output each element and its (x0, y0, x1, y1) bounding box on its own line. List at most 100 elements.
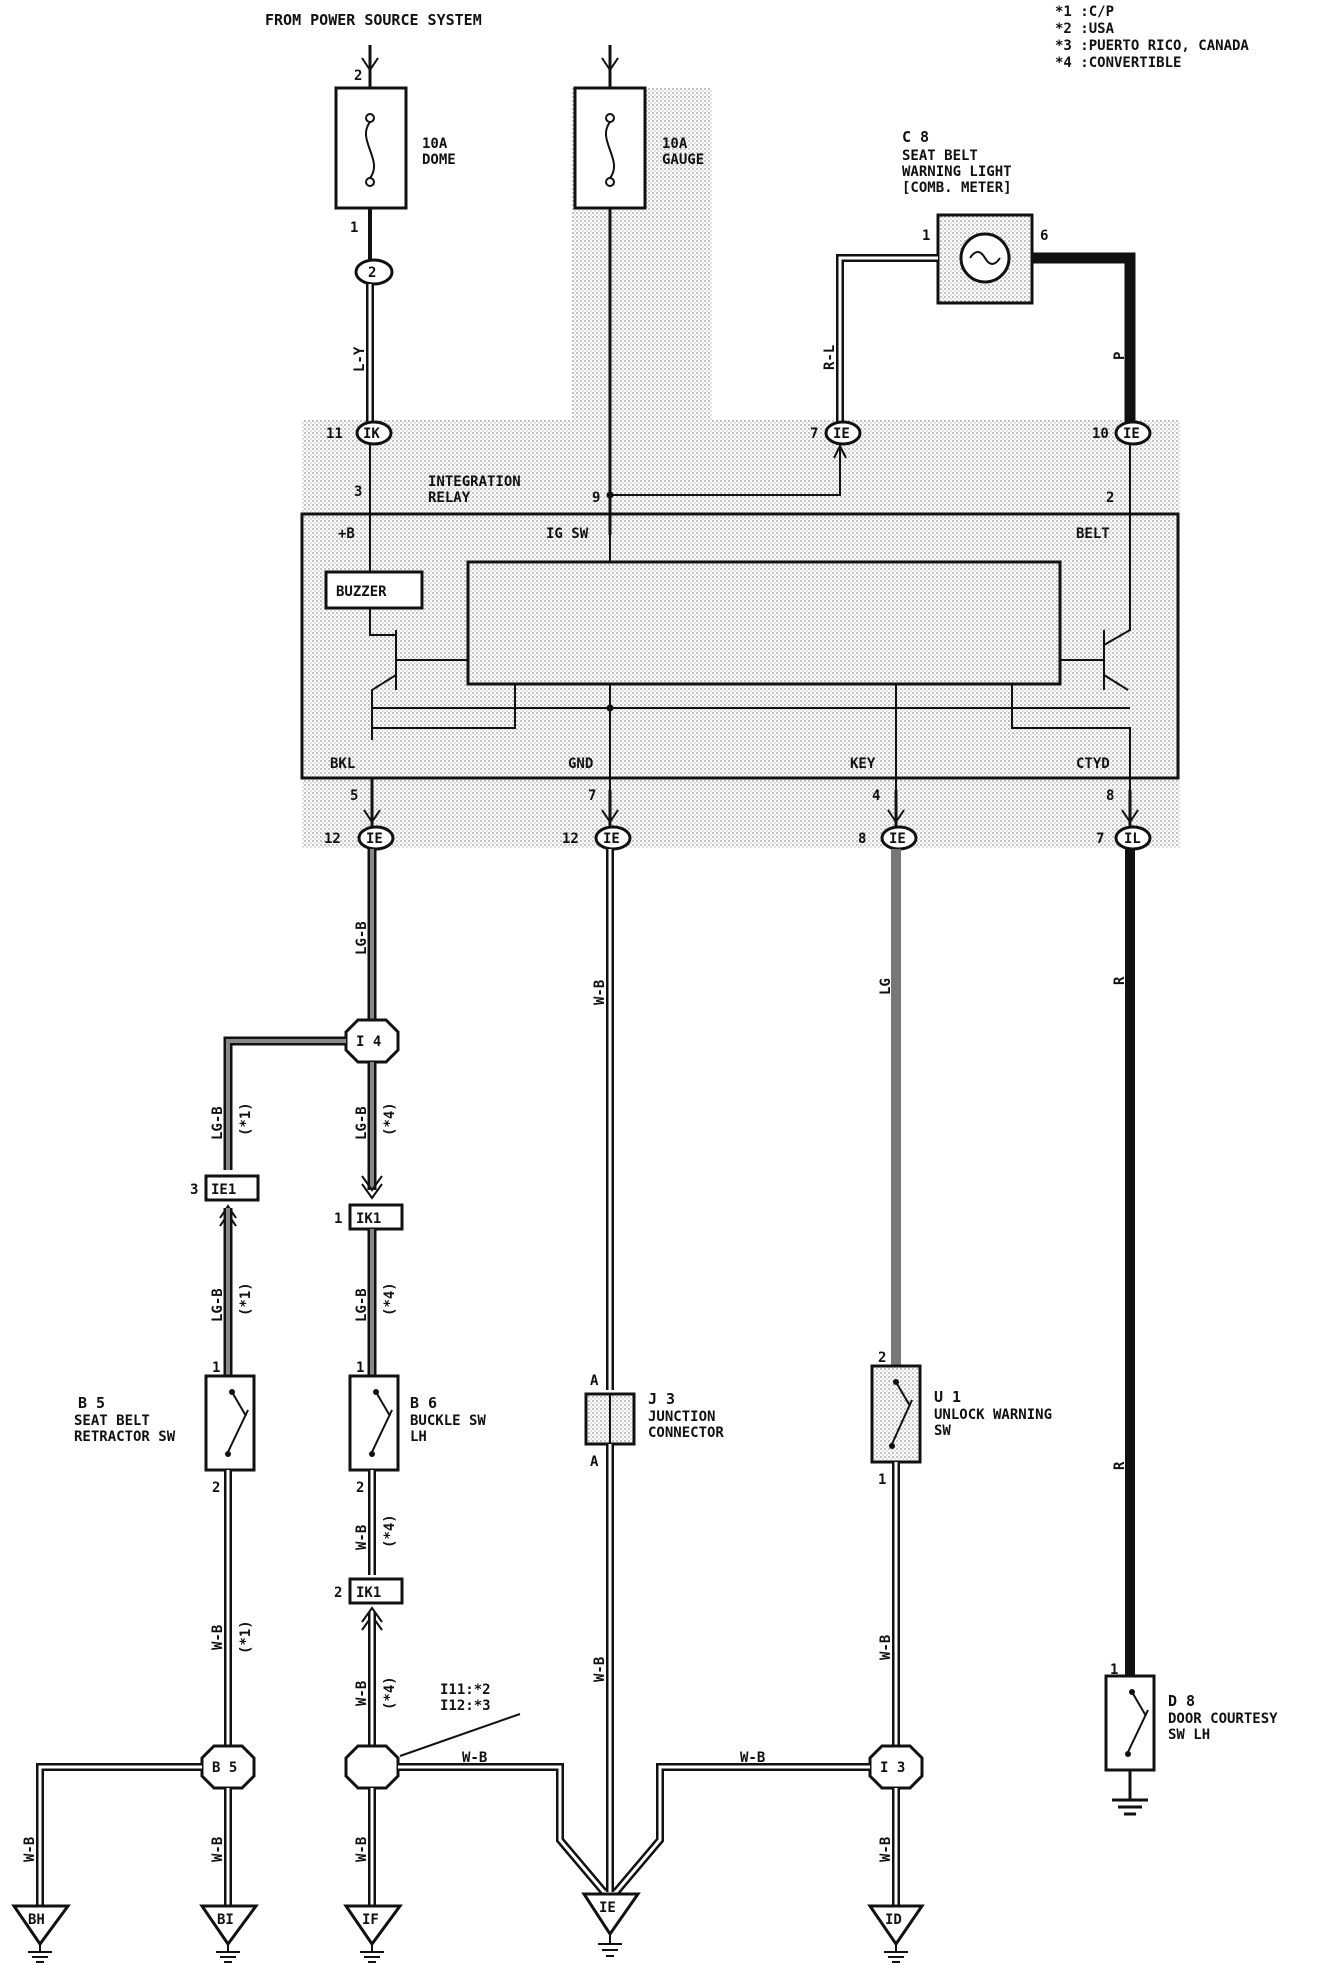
note-1: *1 :C/P (1055, 4, 1114, 20)
svg-text:SEAT BELT: SEAT BELT (74, 1413, 150, 1429)
svg-text:(*1): (*1) (238, 1620, 254, 1654)
pin-8: 8 (858, 831, 866, 847)
svg-text:IK1: IK1 (356, 1585, 381, 1601)
relay-pin-igsw: IG SW (546, 526, 589, 542)
unlock-warning-switch: LG 2 U 1 UNLOCK WARNING SW 1 W-B (870, 849, 1052, 1746)
warning-light-code: C 8 (902, 128, 929, 146)
connector-i3: I 3 W-B W-B (612, 1744, 924, 1906)
fuse-gauge-rating: 10A (662, 136, 688, 152)
wire-label-lg: LG (878, 978, 894, 995)
svg-text:SEAT BELT: SEAT BELT (902, 148, 978, 164)
ground-id: ID (867, 1904, 925, 1963)
svg-text:DOOR COURTESY: DOOR COURTESY (1168, 1711, 1278, 1727)
relay-pin-b: +B (338, 526, 355, 542)
svg-text:W-B: W-B (354, 1681, 370, 1706)
relay-control-ic (466, 560, 1062, 686)
buzzer-box (324, 570, 424, 610)
relay-pin-gnd: GND (568, 756, 593, 772)
ground-if: IF (343, 1904, 403, 1963)
svg-text:LG-B: LG-B (354, 1288, 370, 1322)
connector-b5-junction: B 5 W-B W-B (22, 1744, 256, 1906)
pin-1: 1 (350, 220, 358, 236)
pin-3: 3 (190, 1182, 198, 1198)
svg-text:LG-B: LG-B (210, 1106, 226, 1140)
svg-text:(*1): (*1) (238, 1102, 254, 1136)
power-source-label: FROM POWER SOURCE SYSTEM (265, 11, 482, 29)
pin-9: 9 (592, 490, 600, 506)
svg-text:B 5: B 5 (212, 1760, 237, 1776)
svg-text:INTEGRATION: INTEGRATION (428, 474, 521, 490)
svg-text:2: 2 (878, 1350, 886, 1366)
svg-text:SW: SW (934, 1423, 951, 1439)
note-2: *2 :USA (1055, 21, 1115, 37)
door-courtesy-switch: R R 1 D 8 DOOR COURTESY SW LH (1104, 849, 1278, 1816)
connector-ie-bkl: IE (366, 831, 383, 847)
wire-label-lgb: LG-B (354, 921, 370, 955)
svg-text:(*4): (*4) (382, 1282, 398, 1316)
svg-text:SW LH: SW LH (1168, 1727, 1210, 1743)
fuse-dome: 2 10A DOME 1 (334, 45, 456, 236)
connector-ie-gnd: IE (603, 831, 620, 847)
buckle-switch-lh: 1 B 6 BUCKLE SW LH 2 W-B (*4) IK1 2 W-B … (334, 1360, 486, 1746)
wire-lgb-buckle: LG-B (*4) IK1 1 LG-B (*4) (334, 1062, 404, 1376)
svg-text:(*4): (*4) (382, 1676, 398, 1710)
svg-text:BI: BI (217, 1912, 234, 1928)
svg-text:I12:*3: I12:*3 (440, 1698, 491, 1714)
connector-2: 2 (368, 265, 376, 281)
svg-text:RELAY: RELAY (428, 490, 471, 506)
svg-text:2: 2 (356, 1480, 364, 1496)
pin-3: 3 (354, 484, 362, 500)
wire-p: P IE 10 (1032, 252, 1152, 446)
wire-lgb-retractor: LG-B (*1) IE1 3 LG-B (*1) (190, 1036, 346, 1376)
wire-ly: 2 L-Y (352, 208, 394, 423)
relay-pin-ctyd: CTYD (1076, 756, 1110, 772)
svg-text:W-B: W-B (592, 980, 608, 1005)
relay-shaded-area (302, 88, 1180, 848)
svg-text:(*4): (*4) (382, 1102, 398, 1136)
ground-bi: BI (199, 1904, 259, 1963)
svg-text:2: 2 (334, 1585, 342, 1601)
svg-text:W-B: W-B (462, 1750, 487, 1766)
svg-text:BUCKLE SW: BUCKLE SW (410, 1413, 486, 1429)
fuse-dome-name: DOME (422, 152, 456, 168)
relay-pin-key: KEY (850, 756, 876, 772)
connector-ie-belt: IE (1123, 426, 1140, 442)
wire-lgb-main: LG-B I 4 (344, 849, 400, 1064)
wire-label-p: P (1112, 352, 1128, 360)
pin-10: 10 (1092, 426, 1109, 442)
pin-2: 2 (1106, 490, 1114, 506)
u1-code: U 1 (934, 1388, 961, 1406)
connector-ie-belt-light: IE (833, 426, 850, 442)
b5-code: B 5 (78, 1394, 105, 1412)
svg-text:ID: ID (885, 1912, 902, 1928)
svg-text:A: A (590, 1373, 599, 1389)
pin-8: 8 (1106, 788, 1114, 804)
svg-text:W-B: W-B (878, 1635, 894, 1660)
junction-connector-j3: W-B A A J 3 JUNCTION CONNECTOR W-B (584, 849, 724, 1892)
wire-label-rl: R-L (822, 345, 838, 370)
svg-text:LG-B: LG-B (354, 1106, 370, 1140)
note-4: *4 :CONVERTIBLE (1055, 55, 1181, 71)
pin-7: 7 (1096, 831, 1104, 847)
wire-rl: R-L IE 7 (610, 254, 938, 496)
pin-2: 2 (354, 68, 362, 84)
wire-label-ly: L-Y (352, 346, 368, 372)
pin-7: 7 (810, 426, 818, 442)
svg-text:A: A (590, 1454, 599, 1470)
svg-text:CONNECTOR: CONNECTOR (648, 1425, 724, 1441)
svg-text:IK: IK (363, 426, 380, 442)
connector-ie1: IE1 (211, 1182, 236, 1198)
svg-text:W-B: W-B (740, 1750, 765, 1766)
connector-i4: I 4 (356, 1034, 381, 1050)
svg-text:1: 1 (356, 1360, 364, 1376)
svg-text:W-B: W-B (592, 1657, 608, 1682)
svg-text:W-B: W-B (210, 1837, 226, 1862)
connector-i11-i12: I11:*2 I12:*3 W-B W-B (344, 1682, 608, 1906)
svg-text:(*4): (*4) (382, 1514, 398, 1548)
connector-ik: IK 11 (326, 420, 393, 446)
svg-text:W-B: W-B (878, 1837, 894, 1862)
fuse-gauge: 10A GAUGE (573, 45, 704, 210)
seat-belt-warning-light: C 8 SEAT BELT WARNING LIGHT [COMB. METER… (902, 128, 1048, 305)
note-3: *3 :PUERTO RICO, CANADA (1055, 38, 1249, 54)
